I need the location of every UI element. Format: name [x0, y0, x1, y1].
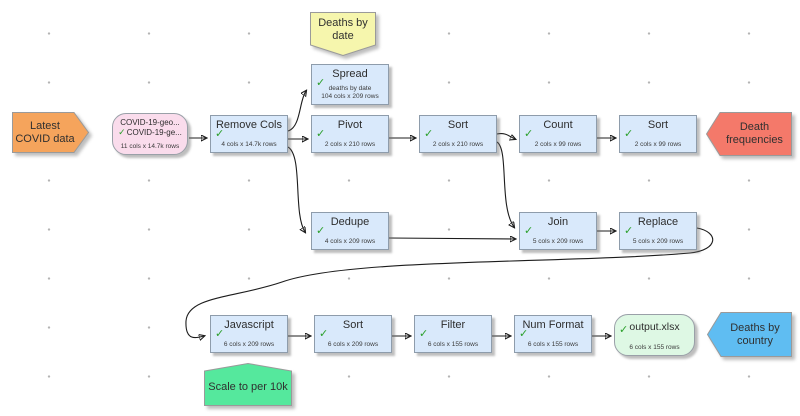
node-pivot[interactable]: ✓ Pivot 2 cols x 210 rows: [311, 115, 389, 153]
node-stats: 6 cols x 155 rows: [629, 344, 680, 351]
node-stats: 11 cols x 14.7k rows: [120, 143, 180, 150]
node-title: Replace: [637, 216, 679, 228]
comment-label: Deaths by country: [730, 321, 780, 347]
edge-removecols-spread: [287, 91, 306, 132]
node-sort-2[interactable]: ✓ Sort 2 cols x 99 rows: [619, 115, 697, 153]
node-stats: 5 cols x 209 rows: [632, 238, 684, 245]
check-icon: ✓: [215, 328, 225, 340]
note-scale-to-per-10k[interactable]: Scale to per 10k: [204, 362, 292, 406]
check-icon: ✓: [316, 128, 326, 140]
node-join[interactable]: ✓ Join 5 cols x 209 rows: [519, 212, 597, 250]
banner-shape: [12, 112, 90, 153]
edge-removecols-dedupe: [287, 146, 305, 232]
node-stats: 5 cols x 209 rows: [532, 238, 584, 245]
node-stats: 6 cols x 209 rows: [327, 341, 379, 348]
note-shape: [310, 12, 376, 57]
node-replace[interactable]: ✓ Replace 5 cols x 209 rows: [619, 212, 697, 250]
banner-shape: [706, 312, 792, 357]
node-stats: 2 cols x 99 rows: [634, 141, 682, 148]
note-shape: [204, 362, 292, 406]
node-spread[interactable]: ✓ Spread deaths by date 104 cols x 209 r…: [311, 64, 389, 105]
node-title: Sort: [447, 119, 469, 131]
note-deaths-by-date[interactable]: Deaths by date: [310, 12, 376, 57]
node-output-label: deaths by date: [328, 85, 372, 92]
note-label: Deaths by date: [318, 16, 368, 42]
check-icon: ✓: [524, 128, 534, 140]
node-stats: 2 cols x 99 rows: [534, 141, 582, 148]
banner-shape: [705, 112, 792, 156]
check-icon: ✓: [319, 328, 329, 340]
node-remove-cols[interactable]: ✓ Remove Cols 4 cols x 14.7k rows: [210, 115, 288, 153]
node-stats: 6 cols x 155 rows: [427, 341, 479, 348]
node-dedupe[interactable]: ✓ Dedupe 4 cols x 209 rows: [311, 212, 389, 250]
check-icon: ✓: [316, 77, 326, 89]
comment-death-frequencies[interactable]: Death frequencies: [705, 112, 792, 156]
node-num-format[interactable]: ✓ Num Format 6 cols x 155 rows: [514, 315, 592, 353]
node-stats: 6 cols x 155 rows: [527, 341, 579, 348]
check-icon: ✓: [519, 328, 529, 340]
edge-sort-join: [496, 141, 514, 227]
node-stats: 104 cols x 209 rows: [321, 93, 379, 100]
check-icon: ✓: [316, 225, 326, 237]
node-title: Num Format: [522, 319, 584, 331]
note-label: Scale to per 10k: [208, 381, 288, 393]
node-title: Dedupe: [330, 216, 370, 228]
comment-label: Death frequencies: [726, 121, 783, 146]
node-stats: 2 cols x 210 rows: [324, 141, 376, 148]
node-title: Pivot: [337, 119, 363, 131]
check-icon: ✓: [624, 225, 634, 237]
edge-sort-count: [496, 133, 515, 139]
node-output-xlsx[interactable]: ✓ output.xlsx 6 cols x 155 rows: [614, 314, 695, 356]
node-filter[interactable]: ✓ Filter 6 cols x 155 rows: [414, 315, 492, 353]
node-count[interactable]: ✓ Count 2 cols x 99 rows: [519, 115, 597, 153]
comment-deaths-by-country[interactable]: Deaths by country: [706, 312, 792, 357]
node-title: Sort: [342, 319, 364, 331]
check-icon: ✓: [619, 324, 629, 336]
node-title: output.xlsx: [629, 321, 680, 333]
check-icon: ✓: [215, 128, 225, 140]
node-stats: 4 cols x 209 rows: [324, 238, 376, 245]
node-sort-1[interactable]: ✓ Sort 2 cols x 210 rows: [419, 115, 497, 153]
node-title: Javascript: [224, 319, 274, 331]
node-sort-3[interactable]: ✓ Sort 6 cols x 209 rows: [314, 315, 392, 353]
check-icon: ✓: [118, 126, 126, 137]
node-title: Count: [543, 119, 573, 131]
node-title: Sort: [647, 119, 669, 131]
node-covid-source[interactable]: COVID-19-geo... ✓COVID-19-ge... 11 cols …: [112, 113, 188, 155]
check-icon: ✓: [419, 328, 429, 340]
source-file-1: COVID-19-geo...: [120, 118, 180, 127]
comment-latest-covid-data[interactable]: Latest COVID data: [12, 112, 90, 153]
comment-label: Latest COVID data: [15, 119, 75, 145]
node-stats: 6 cols x 209 rows: [223, 341, 275, 348]
source-file-2: ✓COVID-19-ge...: [118, 126, 182, 137]
check-icon: ✓: [624, 128, 634, 140]
node-title: Filter: [440, 319, 466, 331]
node-javascript[interactable]: ✓ Javascript 6 cols x 209 rows: [210, 315, 288, 353]
check-icon: ✓: [524, 225, 534, 237]
check-icon: ✓: [424, 128, 434, 140]
edge-replace-javascript: [185, 227, 714, 338]
node-title: Join: [547, 216, 569, 228]
node-stats: 4 cols x 14.7k rows: [221, 141, 277, 148]
node-title: Spread: [332, 68, 368, 80]
edge-dedupe-join: [388, 238, 515, 239]
node-title: Remove Cols: [215, 119, 283, 131]
node-stats: 2 cols x 210 rows: [432, 141, 484, 148]
